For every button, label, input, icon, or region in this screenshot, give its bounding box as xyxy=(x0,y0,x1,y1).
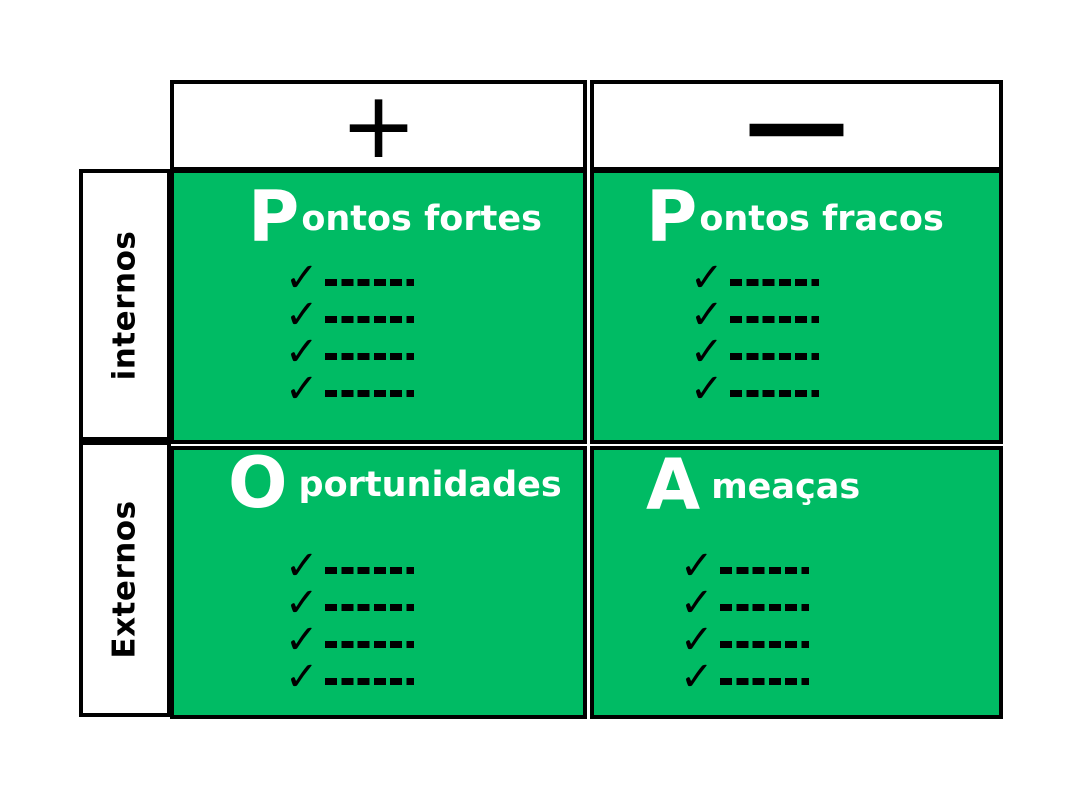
placeholder-line xyxy=(325,316,414,323)
quadrant-title-rest: ontos fortes xyxy=(301,199,542,239)
check-icon: ✓ xyxy=(680,579,714,626)
check-icon: ✓ xyxy=(690,254,724,301)
placeholder-line xyxy=(325,604,414,611)
quadrant-opportunities: O portunidades ✓ ✓ ✓ ✓ xyxy=(170,446,587,719)
check-icon: ✓ xyxy=(285,579,319,626)
row-header-internal-label: internos xyxy=(106,230,143,380)
quadrant-weaknesses-title: P ontos fracos xyxy=(646,182,944,252)
placeholder-line xyxy=(730,353,819,360)
checklist-item: ✓ xyxy=(690,295,819,338)
checklist-item: ✓ xyxy=(285,583,414,626)
row-header-external: Externos xyxy=(79,441,171,717)
checklist-item: ✓ xyxy=(680,546,809,589)
check-icon: ✓ xyxy=(680,653,714,700)
checklist-item: ✓ xyxy=(285,258,414,301)
column-header-negative: − xyxy=(590,51,1003,201)
placeholder-line xyxy=(730,279,819,286)
quadrant-initial: P xyxy=(646,176,698,258)
check-icon: ✓ xyxy=(285,365,319,412)
quadrant-title-rest: portunidades xyxy=(298,465,562,505)
quadrant-initial: A xyxy=(646,444,701,526)
check-icon: ✓ xyxy=(285,542,319,589)
quadrant-weaknesses: P ontos fracos ✓ ✓ ✓ ✓ xyxy=(590,169,1003,444)
placeholder-line xyxy=(325,678,414,685)
check-icon: ✓ xyxy=(285,653,319,700)
check-icon: ✓ xyxy=(285,616,319,663)
checklist-item: ✓ xyxy=(680,620,809,663)
quadrant-initial: P xyxy=(248,176,300,258)
quadrant-strengths: P ontos fortes ✓ ✓ ✓ ✓ xyxy=(170,169,587,444)
placeholder-line xyxy=(720,567,809,574)
row-header-external-label: Externos xyxy=(106,499,143,659)
placeholder-line xyxy=(730,316,819,323)
placeholder-line xyxy=(325,567,414,574)
placeholder-line xyxy=(325,353,414,360)
check-icon: ✓ xyxy=(285,291,319,338)
plus-symbol: + xyxy=(339,71,418,179)
quadrant-opportunities-title: O portunidades xyxy=(228,448,562,518)
quadrant-title-rest: ontos fracos xyxy=(699,199,944,239)
checklist-item: ✓ xyxy=(690,332,819,375)
check-icon: ✓ xyxy=(680,616,714,663)
quadrant-threats: A meaças ✓ ✓ ✓ ✓ xyxy=(590,446,1003,719)
checklist-item: ✓ xyxy=(285,620,414,663)
check-icon: ✓ xyxy=(285,254,319,301)
checklist-item: ✓ xyxy=(680,657,809,700)
placeholder-line xyxy=(730,390,819,397)
quadrant-initial: O xyxy=(228,442,288,524)
check-icon: ✓ xyxy=(690,328,724,375)
quadrant-title-rest: meaças xyxy=(711,467,861,507)
placeholder-line xyxy=(325,641,414,648)
quadrant-strengths-title: P ontos fortes xyxy=(248,182,542,252)
checklist-item: ✓ xyxy=(285,657,414,700)
quadrant-threats-title: A meaças xyxy=(646,450,860,520)
check-icon: ✓ xyxy=(680,542,714,589)
checklist-item: ✓ xyxy=(690,369,819,412)
placeholder-line xyxy=(720,604,809,611)
placeholder-line xyxy=(325,390,414,397)
checklist-item: ✓ xyxy=(285,369,414,412)
check-icon: ✓ xyxy=(690,291,724,338)
checklist-item: ✓ xyxy=(690,258,819,301)
check-icon: ✓ xyxy=(285,328,319,375)
row-header-internal: internos xyxy=(79,169,171,441)
checklist-item: ✓ xyxy=(285,546,414,589)
placeholder-line xyxy=(720,641,809,648)
strengths-checklist: ✓ ✓ ✓ ✓ xyxy=(285,258,414,412)
checklist-item: ✓ xyxy=(285,295,414,338)
placeholder-line xyxy=(720,678,809,685)
opportunities-checklist: ✓ ✓ ✓ ✓ xyxy=(285,546,414,700)
threats-checklist: ✓ ✓ ✓ ✓ xyxy=(680,546,809,700)
checklist-item: ✓ xyxy=(285,332,414,375)
placeholder-line xyxy=(325,279,414,286)
checklist-item: ✓ xyxy=(680,583,809,626)
column-header-positive: + xyxy=(170,71,587,179)
weaknesses-checklist: ✓ ✓ ✓ ✓ xyxy=(690,258,819,412)
check-icon: ✓ xyxy=(690,365,724,412)
